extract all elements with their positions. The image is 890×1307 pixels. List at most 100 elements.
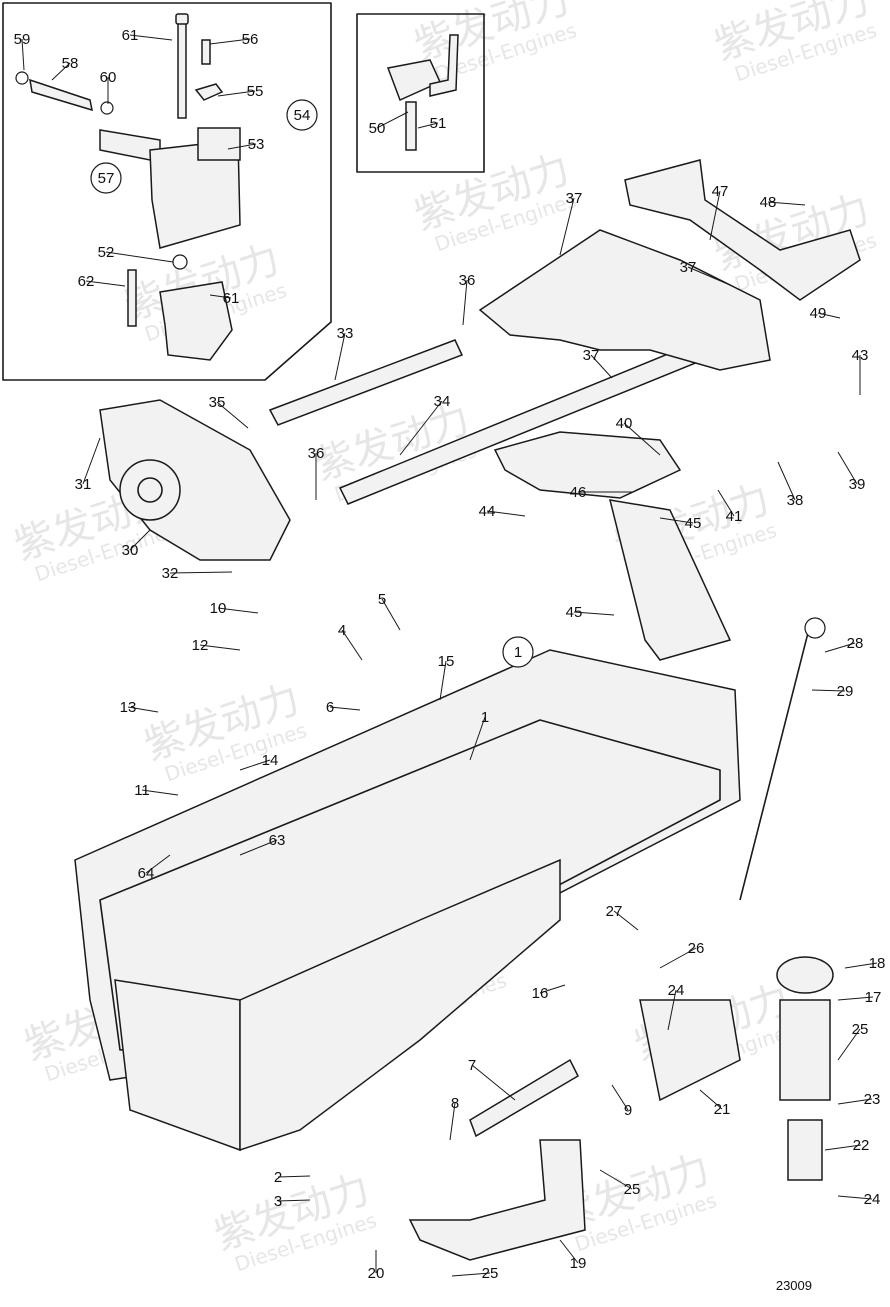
leader-line [277,1175,311,1178]
circled-ref-label: 54 [294,107,311,124]
leader-line [85,280,126,287]
part-label: 62 [78,273,95,290]
leader-line [590,354,613,379]
leader-line [611,1084,629,1111]
part-label: 27 [606,903,623,920]
leader-line [51,62,71,81]
leader-line [145,854,171,874]
part-label: 4 [338,622,346,639]
part-label: 40 [616,415,633,432]
suction-pipe-34 [268,339,464,426]
part-label: 55 [247,83,264,100]
part-label: 26 [688,940,705,957]
circled-ref-label: 1 [514,644,522,661]
leader-line [341,629,363,661]
leader-line [439,660,447,701]
part-label: 56 [242,31,259,48]
circled-ref-label: 57 [98,170,115,187]
drawing-number: 23009 [776,1278,812,1293]
leader-line [217,90,256,97]
part-label: 22 [853,1137,870,1154]
part-label: 53 [248,136,265,153]
leader-line [227,143,257,150]
part-label: 25 [852,1021,869,1038]
part-label: 52 [98,244,115,261]
leader-line [709,190,721,241]
part-label: 50 [369,120,386,137]
oil-pan-assembly [74,649,741,1152]
leader-line [82,437,101,485]
circled-ref-ring [90,162,122,194]
part-label: 28 [847,635,864,652]
part-label: 23 [864,1091,881,1108]
part-label: 5 [378,591,386,608]
part-label: 1 [481,709,489,726]
part-label: 15 [438,653,455,670]
inset-box-bracket [356,13,485,173]
leader-line [824,642,856,653]
pipe-bracket-38 [478,229,771,371]
part-label: 31 [75,476,92,493]
leader-line [767,201,806,206]
leader-line [209,38,251,45]
part-label: 32 [162,565,179,582]
leader-line [777,461,796,501]
dipstick-29 [739,617,826,901]
bracket-inset-parts [386,34,459,151]
leader-line [573,611,615,616]
part-label: 61 [122,27,139,44]
part-label: 7 [468,1057,476,1074]
leader-line [169,571,233,574]
part-label: 51 [430,115,447,132]
leader-line [667,989,677,1031]
leader-line [471,1064,516,1101]
leader-line [334,332,346,381]
part-label: 37 [680,259,697,276]
part-label: 11 [134,782,150,799]
leader-line [824,1144,862,1151]
leader-line [449,1102,456,1141]
part-label: 44 [479,503,496,520]
part-label: 3 [274,1193,282,1210]
part-label: 8 [451,1095,459,1112]
leader-line [687,266,731,286]
leader-line [469,716,486,761]
part-label: 49 [810,305,827,322]
leader-line [599,1169,633,1190]
leader-line [127,706,159,713]
leader-line [376,111,409,129]
part-label: 25 [482,1265,499,1282]
part-label: 36 [308,445,325,462]
leader-line [844,962,878,969]
part-label: 29 [837,683,854,700]
circled-ref-ring [502,636,534,668]
leader-line [462,279,468,326]
part-label: 24 [668,982,685,999]
part-label: 12 [192,637,209,654]
part-label: 13 [120,699,137,716]
leader-line [141,789,179,796]
inset-box-pump [2,2,332,381]
part-label: 45 [566,604,583,621]
part-label: 25 [624,1181,641,1198]
part-label: 43 [852,347,869,364]
leader-line [613,910,639,931]
strainer-46 [493,431,732,661]
circled-ref-ring [286,99,318,131]
part-label: 39 [849,476,866,493]
part-label: 59 [14,31,31,48]
part-label: 33 [337,325,354,342]
part-label: 58 [62,55,79,72]
part-label: 10 [210,600,227,617]
leader-line [399,400,443,456]
part-label: 38 [787,492,804,509]
oil-pump-assembly [99,399,291,561]
leader-line [837,996,874,1001]
leader-line [417,122,439,129]
leader-line [817,312,841,319]
leader-line [559,1239,579,1264]
leader-line [451,1272,491,1277]
part-label: 20 [368,1265,385,1282]
leader-line [21,38,25,71]
